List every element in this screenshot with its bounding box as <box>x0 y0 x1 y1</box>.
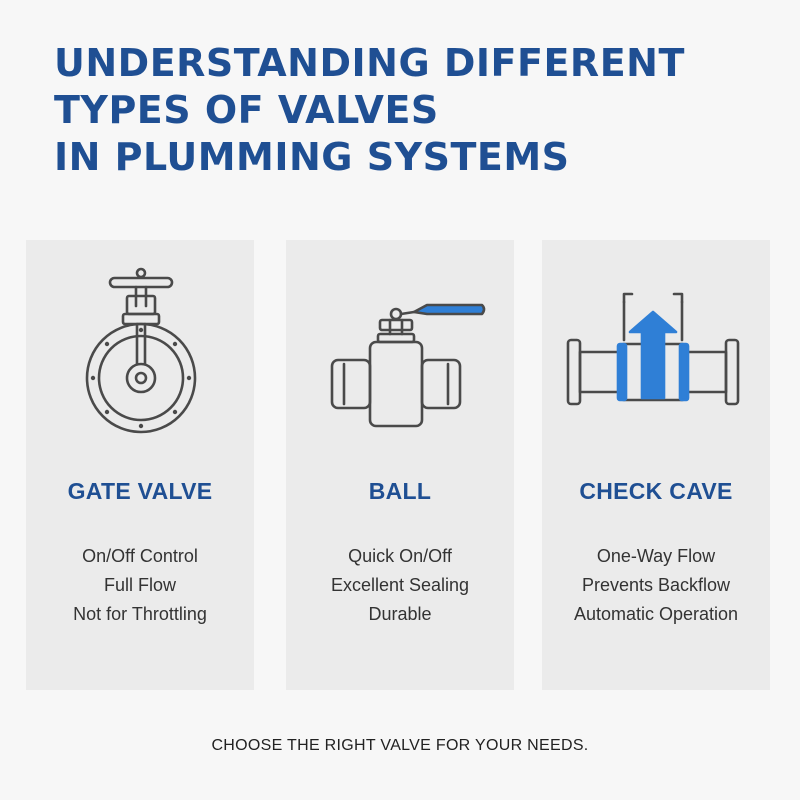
valve-card-gate: GATE VALVE On/Off Control Full Flow Not … <box>26 240 254 690</box>
feature-list: On/Off Control Full Flow Not for Throttl… <box>26 542 254 629</box>
title-line: IN PLUMMING SYSTEMS <box>54 135 570 179</box>
gate-valve-icon <box>26 260 254 440</box>
title-line: UNDERSTANDING DIFFERENT <box>54 41 685 85</box>
title-line: TYPES OF VALVES <box>54 88 439 132</box>
check-valve-icon <box>542 260 770 440</box>
feature-item: Prevents Backflow <box>581 575 731 595</box>
feature-item: Automatic Operation <box>573 604 739 624</box>
feature-item: One-Way Flow <box>596 546 716 566</box>
ball-valve-icon <box>286 260 514 440</box>
card-title: GATE VALVE <box>67 478 213 504</box>
card-title: BALL <box>368 478 432 504</box>
footer-tagline: CHOOSE THE RIGHT VALVE FOR YOUR NEEDS. <box>211 737 589 754</box>
feature-item: Full Flow <box>103 575 176 595</box>
valve-card-ball: BALL Quick On/Off Excellent Sealing Dura… <box>286 240 514 690</box>
feature-item: Excellent Sealing <box>330 575 470 595</box>
feature-list: One-Way Flow Prevents Backflow Automatic… <box>542 542 770 629</box>
feature-list: Quick On/Off Excellent Sealing Durable <box>286 542 514 629</box>
feature-item: Durable <box>368 604 432 624</box>
feature-item: Quick On/Off <box>348 546 452 566</box>
feature-item: On/Off Control <box>82 546 198 566</box>
card-title: CHECK CAVE <box>579 478 733 504</box>
page-title: UNDERSTANDING DIFFERENT TYPES OF VALVES … <box>54 40 685 181</box>
valve-card-check: CHECK CAVE One-Way Flow Prevents Backflo… <box>542 240 770 690</box>
feature-item: Not for Throttling <box>73 604 207 624</box>
